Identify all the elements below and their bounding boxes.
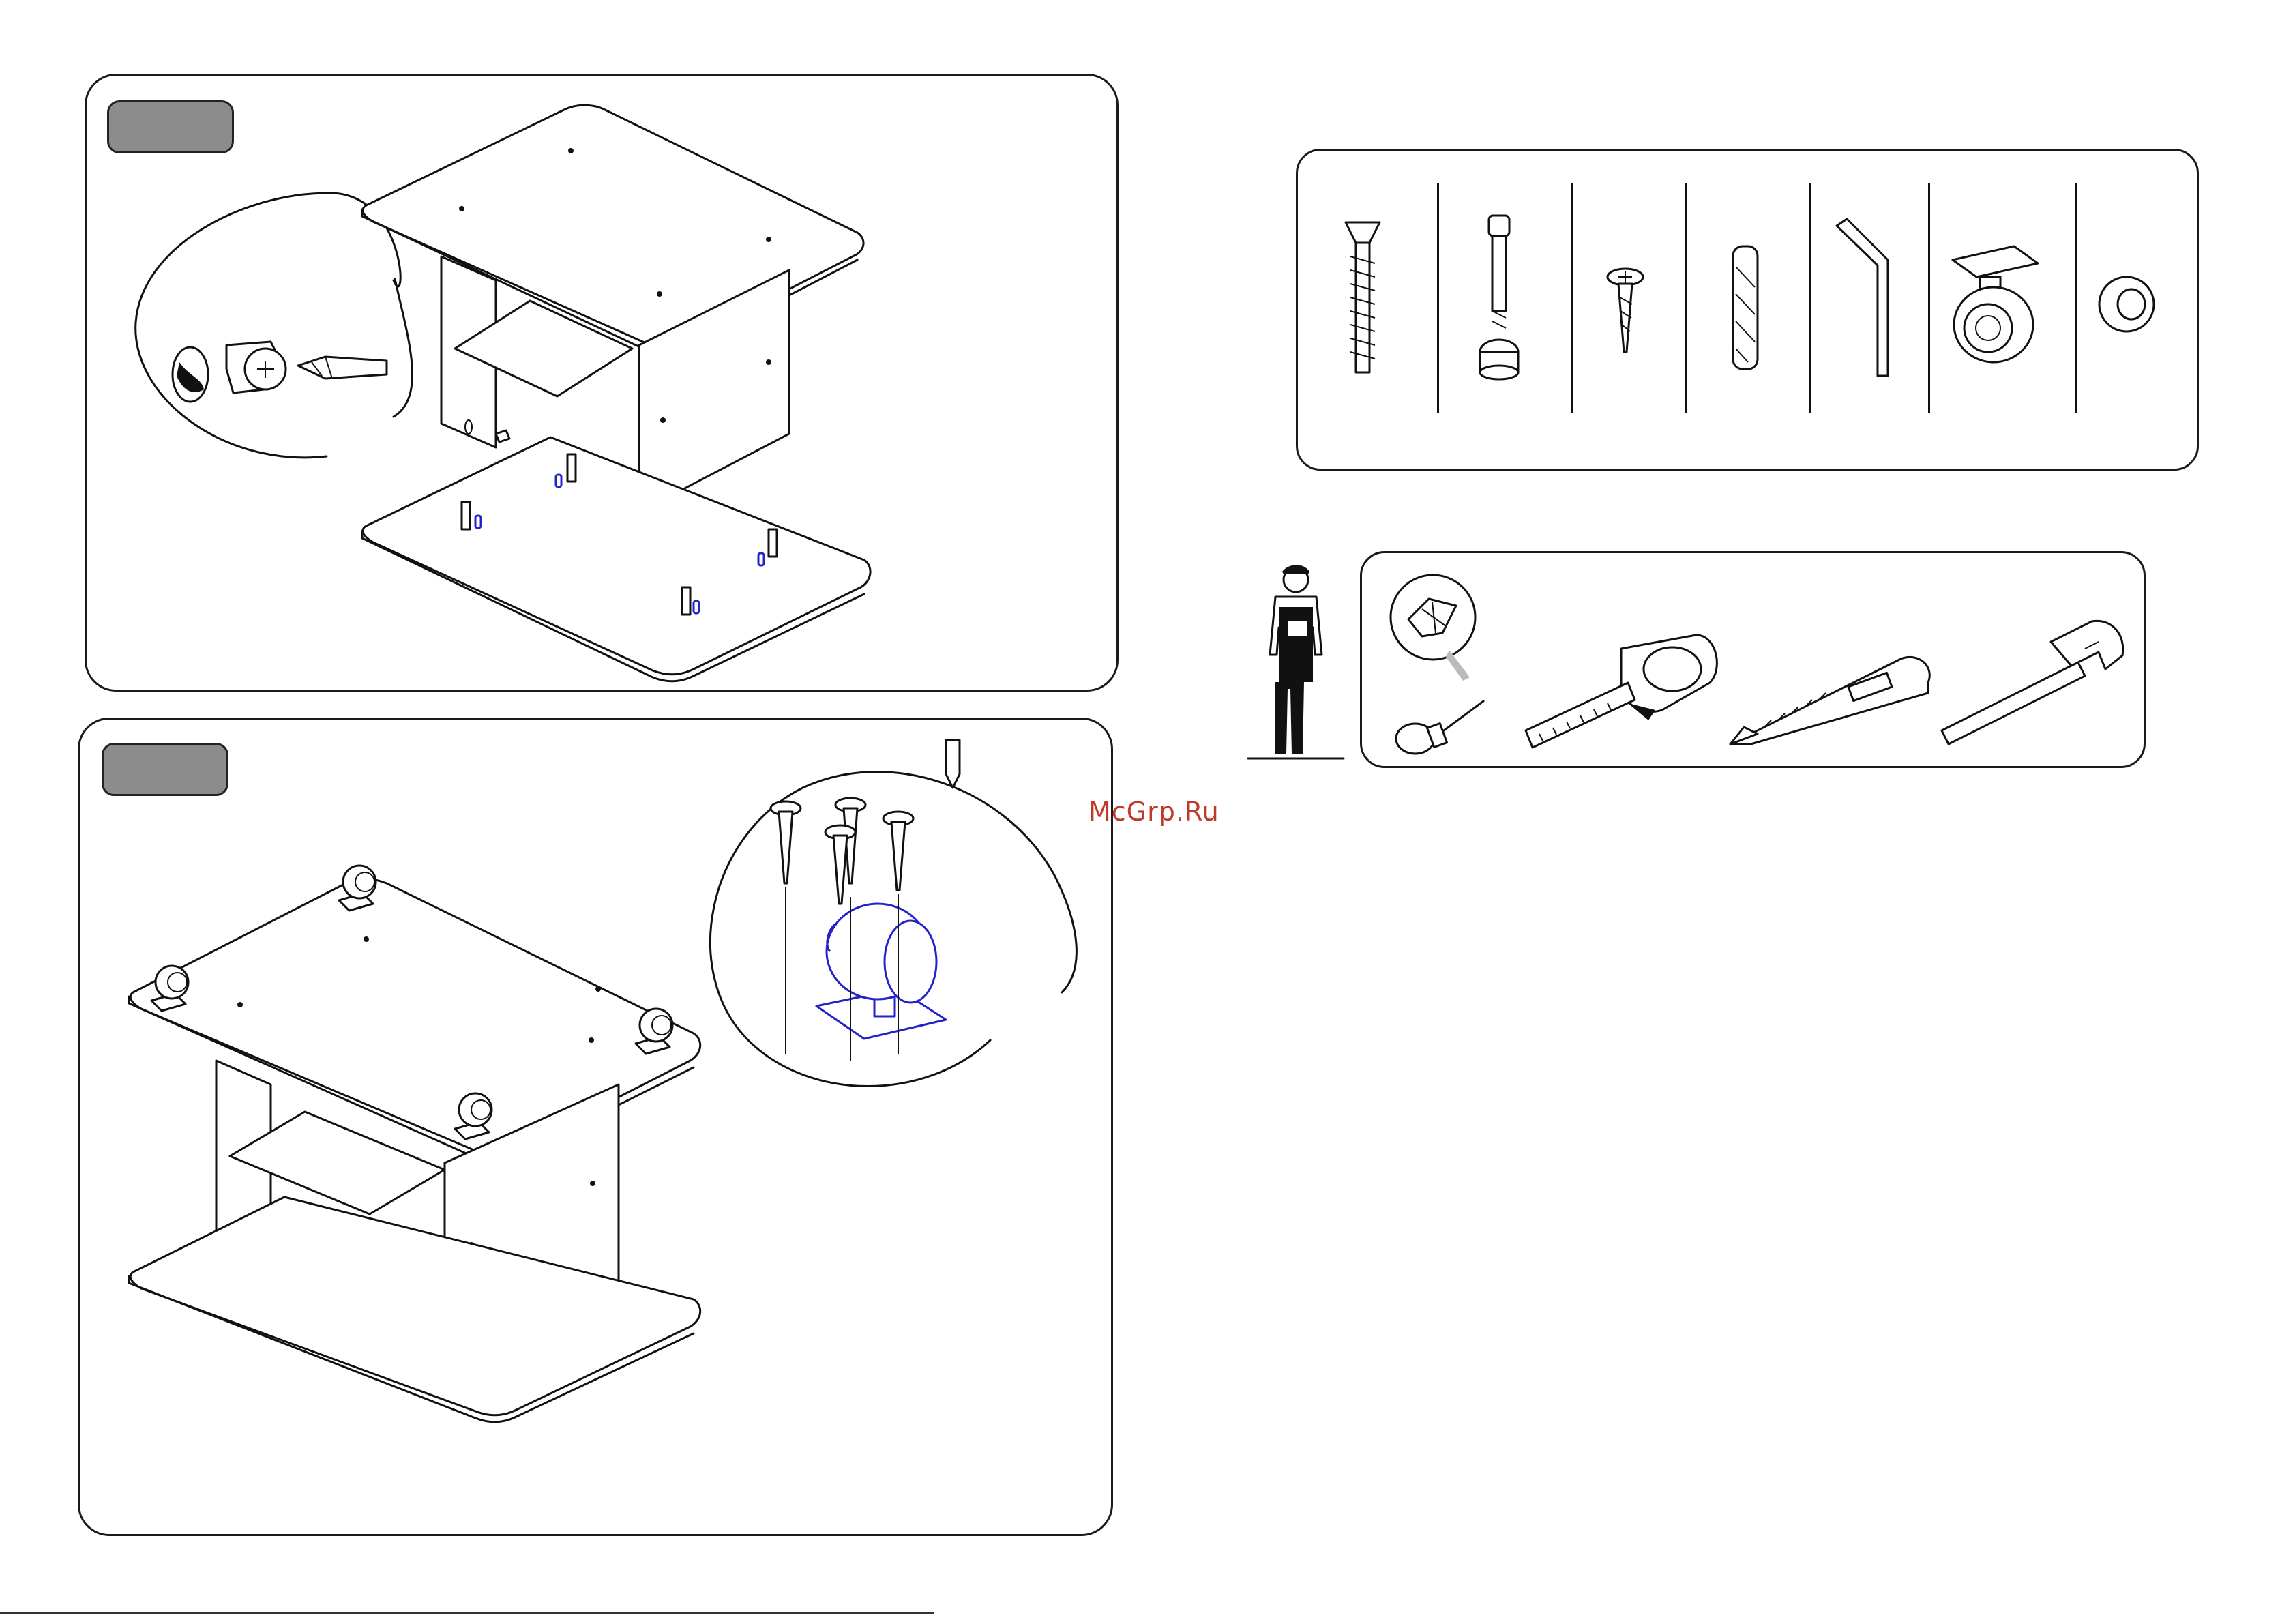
hammer-icon [1935,615,2133,751]
hex-key-icon [1830,212,1905,383]
tape-measure-icon [1519,628,1723,758]
cover-cap-icon [2082,267,2164,342]
wood-screw-icon [1598,267,1653,362]
caster-screw-detail-illustration [80,720,1115,1538]
hardware-divider [2075,183,2077,413]
caster-wheel-icon [1939,239,2048,369]
cam-lock-bolt-icon [1465,209,1540,386]
tools-panel [1360,551,2146,768]
cabinet-step-1-illustration [87,76,1121,694]
confirmat-screw-icon [1335,216,1390,379]
hardware-divider [1928,183,1930,413]
phillips-screwdriver-icon [1381,568,1504,759]
caster-blue-highlight [816,904,946,1039]
wooden-dowel-icon [1721,239,1768,376]
hardware-divider [1437,183,1439,413]
step-2-panel [78,718,1113,1536]
step-1-panel [85,74,1119,692]
hardware-panel [1296,149,2199,471]
screws-group [771,740,960,904]
page-bottom-rule [0,1612,934,1614]
hardware-divider [1809,183,1811,413]
hardware-divider [1571,183,1573,413]
assembler-person-icon [1248,559,1350,764]
utility-knife-icon [1723,632,1949,754]
watermark-text: McGrp.Ru [1089,797,1219,827]
hardware-divider [1685,183,1687,413]
